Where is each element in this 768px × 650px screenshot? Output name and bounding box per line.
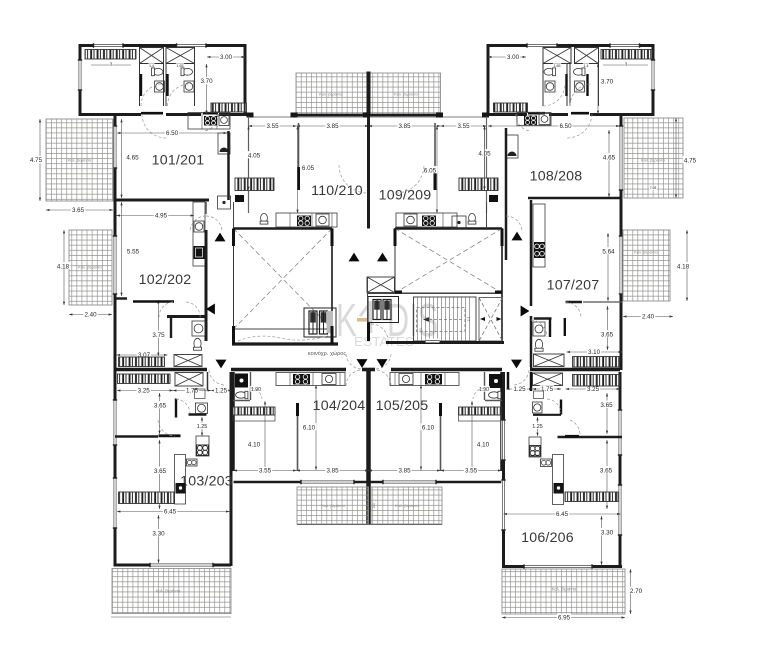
svg-text:K: K: [336, 294, 357, 346]
svg-text:6.50: 6.50: [166, 130, 179, 137]
svg-text:4.65: 4.65: [603, 154, 616, 161]
svg-text:4.10: 4.10: [477, 441, 490, 448]
svg-text:6.95: 6.95: [558, 615, 571, 622]
svg-text:3.55: 3.55: [465, 468, 478, 475]
svg-text:3.55: 3.55: [266, 123, 279, 130]
svg-text:3.30: 3.30: [152, 530, 165, 537]
svg-text:1.90: 1.90: [479, 387, 489, 393]
svg-text:4.05: 4.05: [248, 152, 261, 159]
svg-text:5.55: 5.55: [127, 248, 140, 255]
svg-text:109/209: 109/209: [379, 188, 432, 204]
svg-text:1.25: 1.25: [215, 388, 228, 395]
svg-text:103/203: 103/203: [180, 474, 233, 490]
svg-text:3.65: 3.65: [600, 402, 613, 409]
svg-text:6.05: 6.05: [302, 165, 315, 172]
svg-text:3.65: 3.65: [72, 207, 85, 214]
svg-text:3.55: 3.55: [259, 468, 272, 475]
svg-text:Καλ. βεράντα: Καλ. βεράντα: [319, 91, 343, 96]
svg-text:4.75: 4.75: [30, 157, 43, 164]
svg-text:2.1: 2.1: [467, 317, 471, 322]
svg-text:3.10: 3.10: [588, 349, 601, 356]
svg-text:105/205: 105/205: [376, 398, 429, 414]
svg-text:3.85: 3.85: [326, 468, 339, 475]
svg-text:3.85: 3.85: [398, 468, 411, 475]
svg-text:2.40: 2.40: [84, 312, 97, 319]
svg-text:101/201: 101/201: [152, 153, 205, 169]
svg-text:3.00: 3.00: [220, 54, 233, 61]
svg-text:6.50: 6.50: [559, 123, 572, 130]
svg-text:Καλ. βεράντα: Καλ. βεράντα: [641, 157, 665, 162]
svg-text:2.40: 2.40: [642, 314, 655, 321]
svg-text:1.75: 1.75: [541, 386, 554, 393]
svg-text:1.65: 1.65: [554, 64, 561, 68]
svg-text:3.65: 3.65: [154, 402, 167, 409]
svg-text:4.18: 4.18: [677, 263, 690, 270]
svg-text:4.75: 4.75: [684, 157, 697, 164]
svg-text:2.70: 2.70: [630, 588, 643, 595]
svg-text:7.65: 7.65: [650, 186, 657, 190]
svg-text:3.25: 3.25: [587, 386, 600, 393]
svg-text:4.18: 4.18: [57, 263, 70, 270]
svg-text:4.95: 4.95: [155, 213, 168, 220]
svg-text:1.75: 1.75: [186, 388, 199, 395]
svg-text:3.75: 3.75: [152, 332, 165, 339]
svg-text:Καλ. βεράντα: Καλ. βεράντα: [321, 503, 345, 508]
svg-text:1.25: 1.25: [513, 386, 526, 393]
svg-text:3.55: 3.55: [457, 123, 470, 130]
svg-text:108/208: 108/208: [530, 169, 583, 185]
svg-text:107/207: 107/207: [547, 278, 600, 294]
svg-text:3: 3: [625, 62, 628, 67]
svg-text:1.65: 1.65: [177, 64, 184, 68]
svg-text:Καλ. βεράντα: Καλ. βεράντα: [634, 249, 658, 254]
svg-text:Καλ. βεράντα: Καλ. βεράντα: [394, 91, 418, 96]
svg-text:3.85: 3.85: [398, 123, 411, 130]
svg-text:6.45: 6.45: [556, 511, 569, 518]
svg-text:3.65: 3.65: [601, 331, 614, 338]
svg-text:6.10: 6.10: [303, 424, 316, 431]
svg-text:3.70: 3.70: [200, 78, 213, 85]
svg-text:3.65: 3.65: [600, 467, 613, 474]
svg-text:5.64: 5.64: [602, 248, 615, 255]
svg-text:102/202: 102/202: [139, 272, 192, 288]
svg-text:3.25: 3.25: [138, 388, 151, 395]
svg-text:6.10: 6.10: [422, 424, 435, 431]
svg-text:1.25: 1.25: [197, 424, 208, 430]
svg-text:110/210: 110/210: [311, 183, 363, 199]
svg-text:3.00: 3.00: [507, 54, 520, 61]
svg-text:104/204: 104/204: [313, 398, 366, 414]
svg-text:3.70: 3.70: [601, 78, 614, 85]
svg-text:3: 3: [110, 62, 113, 67]
svg-text:Καλ. βεράντα: Καλ. βεράντα: [395, 503, 419, 508]
svg-text:Καλ. βεράντα: Καλ. βεράντα: [78, 264, 102, 269]
svg-text:κοινόχρ. χώρος: κοινόχρ. χώρος: [308, 350, 347, 357]
svg-text:Καλ. βεράντα: Καλ. βεράντα: [156, 589, 181, 594]
svg-text:2.1: 2.1: [372, 503, 376, 508]
svg-text:1.4: 1.4: [584, 64, 589, 68]
svg-text:6.05: 6.05: [424, 167, 437, 174]
svg-text:1.4: 1.4: [149, 64, 154, 68]
svg-text:3.30: 3.30: [601, 529, 614, 536]
svg-text:3.65: 3.65: [154, 468, 167, 475]
svg-text:4.65: 4.65: [126, 154, 139, 161]
svg-text:Καλ. βεράντα: Καλ. βεράντα: [68, 157, 92, 162]
svg-text:3.07: 3.07: [138, 352, 151, 359]
svg-text:Καλ. βεράντα: Καλ. βεράντα: [552, 587, 577, 592]
svg-text:6.45: 6.45: [164, 509, 177, 516]
svg-text:1.25: 1.25: [532, 424, 543, 430]
svg-text:3.85: 3.85: [326, 123, 339, 130]
svg-text:106/206: 106/206: [521, 530, 574, 546]
svg-text:4.10: 4.10: [248, 441, 261, 448]
